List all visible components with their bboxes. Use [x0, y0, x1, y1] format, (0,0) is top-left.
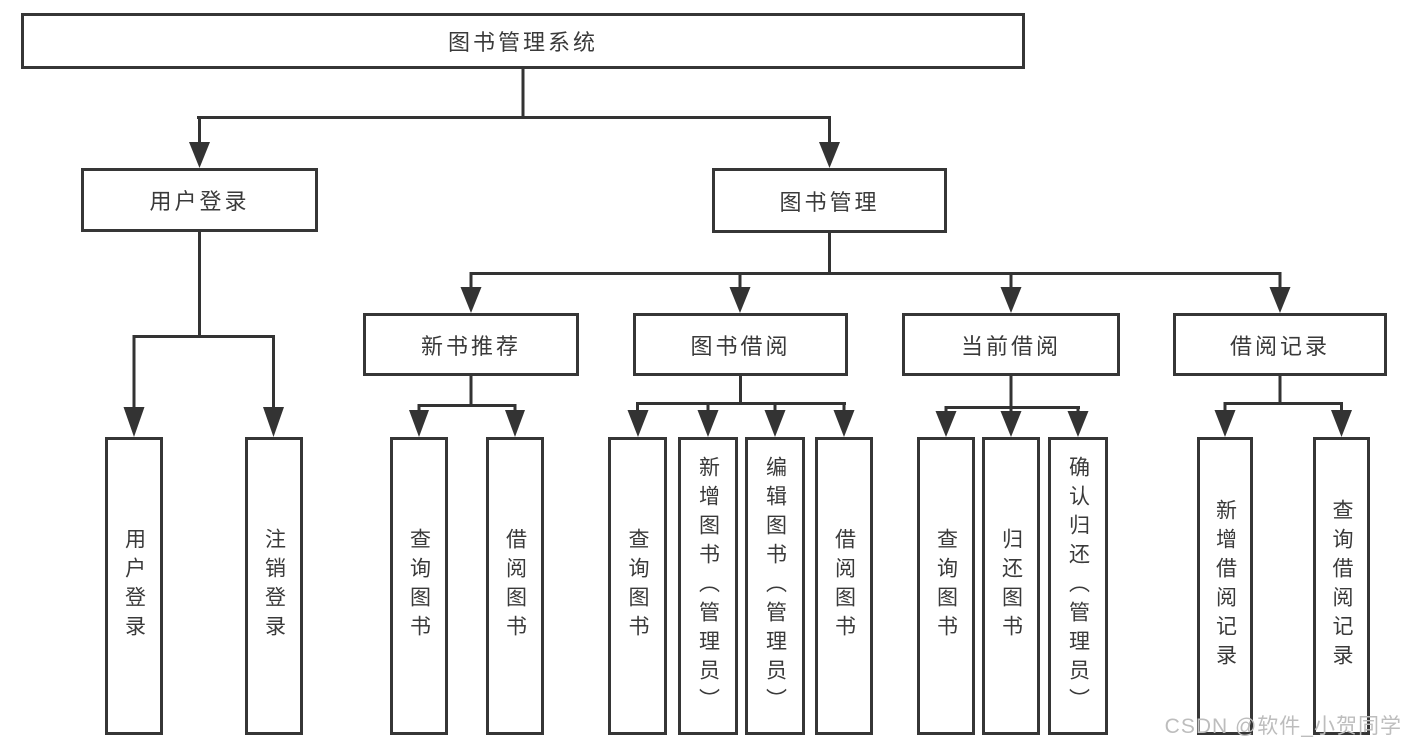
connector-current-borrowing-children [944, 376, 1080, 413]
node-edit-books-admin: 编辑图书（管理员） [745, 437, 805, 735]
csdn-watermark: CSDN @软件_小贺同学 [1164, 715, 1402, 738]
node-library-management-system: 图书管理系统 [21, 13, 1025, 69]
node-label: 借阅记录 [1229, 333, 1330, 359]
node-query-books-recommend: 查询图书 [390, 437, 448, 735]
arrowheads-book-borrowing [627, 410, 855, 437]
node-label: 查询图书 [407, 528, 431, 644]
node-logout: 注销登录 [245, 437, 303, 735]
node-label: 借阅图书 [832, 528, 856, 644]
node-query-books-borrowing: 查询图书 [608, 437, 667, 735]
node-label: 查询图书 [934, 528, 958, 644]
node-current-borrowing: 当前借阅 [902, 313, 1120, 376]
connector-root-to-level2 [197, 69, 831, 146]
node-book-borrowing: 图书借阅 [633, 313, 848, 376]
arrowheads-user-login-children [123, 407, 284, 437]
node-user-login-action: 用户登录 [105, 437, 163, 735]
node-label: 确认归还（管理员） [1066, 455, 1090, 717]
node-label: 图书借阅 [690, 333, 791, 359]
node-new-book-recommendation: 新书推荐 [363, 313, 579, 376]
node-borrow-books: 借阅图书 [815, 437, 873, 735]
node-label: 图书管理系统 [447, 30, 598, 55]
node-label: 图书管理 [779, 189, 880, 215]
node-label: 注销登录 [262, 528, 286, 644]
node-label: 借阅图书 [503, 528, 527, 644]
connector-book-management-children [469, 233, 1282, 289]
node-label: 新增图书（管理员） [696, 455, 720, 717]
arrowheads-current-borrowing [935, 411, 1089, 437]
node-label: 查询图书 [626, 528, 649, 644]
connector-user-login-children [132, 232, 275, 410]
node-label: 新书推荐 [420, 333, 521, 359]
node-query-books-current: 查询图书 [917, 437, 975, 735]
arrowheads-borrowing-records [1214, 410, 1352, 437]
node-user-login: 用户登录 [81, 168, 318, 232]
node-borrow-books-recommend: 借阅图书 [486, 437, 544, 735]
node-borrowing-records: 借阅记录 [1173, 313, 1387, 376]
node-label: 用户登录 [122, 528, 146, 644]
node-add-books-admin: 新增图书（管理员） [678, 437, 738, 735]
node-return-books: 归还图书 [982, 437, 1040, 735]
connector-new-book-recommendation-children [417, 376, 517, 412]
arrowheads-level3 [460, 287, 1291, 313]
node-label: 归还图书 [999, 528, 1023, 644]
node-label: 新增借阅记录 [1213, 499, 1237, 673]
node-add-borrowing-record: 新增借阅记录 [1197, 437, 1253, 735]
connector-borrowing-records-children [1223, 376, 1343, 412]
arrowheads-level2 [189, 142, 840, 168]
arrowheads-new-book-recommendation [409, 410, 525, 437]
node-label: 查询借阅记录 [1330, 499, 1353, 673]
node-label: 编辑图书（管理员） [763, 455, 787, 717]
node-book-management: 图书管理 [712, 168, 947, 233]
connector-book-borrowing-children [636, 376, 846, 412]
node-label: 用户登录 [149, 189, 250, 214]
node-query-borrowing-record: 查询借阅记录 [1313, 437, 1370, 735]
node-confirm-return-admin: 确认归还（管理员） [1048, 437, 1108, 735]
node-label: 当前借阅 [960, 333, 1061, 359]
